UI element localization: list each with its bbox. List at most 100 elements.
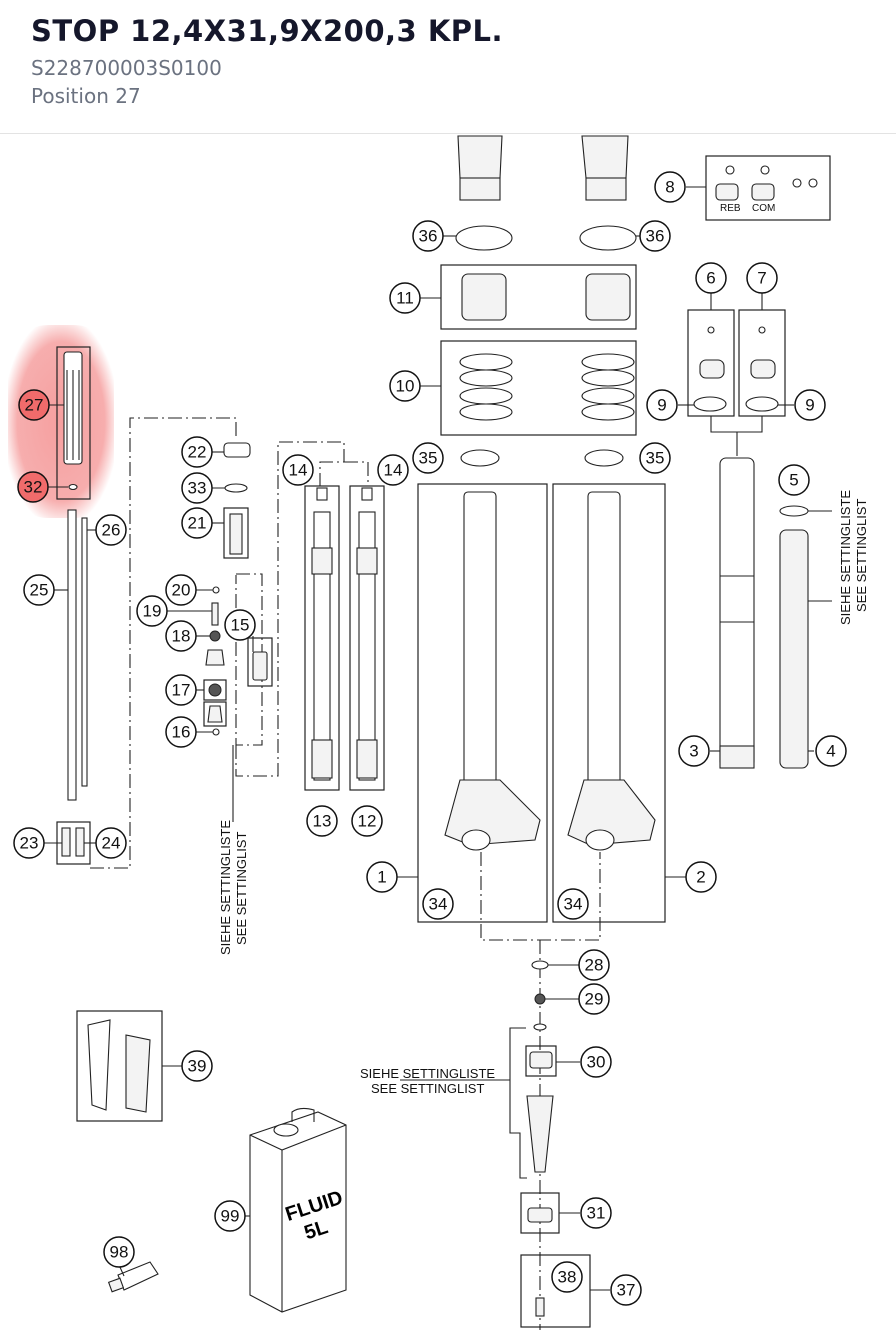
callout-36[interactable]: 36 xyxy=(639,220,671,252)
callout-35[interactable]: 35 xyxy=(639,442,671,474)
callout-12[interactable]: 12 xyxy=(351,805,383,837)
callout-13[interactable]: 13 xyxy=(306,805,338,837)
callout-2[interactable]: 2 xyxy=(685,861,717,893)
callout-number: 30 xyxy=(587,1053,606,1072)
callout-5[interactable]: 5 xyxy=(778,464,810,496)
callout-36[interactable]: 36 xyxy=(412,220,444,252)
callout-number: 37 xyxy=(617,1281,636,1300)
part-title: STOP 12,4X31,9X200,3 KPL. xyxy=(31,14,504,48)
callout-29[interactable]: 29 xyxy=(578,983,610,1015)
callout-1[interactable]: 1 xyxy=(366,861,398,893)
fork-legs-group xyxy=(396,483,686,923)
callout-30[interactable]: 30 xyxy=(580,1046,612,1078)
callout-number: 35 xyxy=(419,449,438,468)
callout-21[interactable]: 21 xyxy=(181,507,213,539)
position-27-highlight xyxy=(8,325,114,518)
callout-number: 34 xyxy=(429,895,448,914)
callout-7[interactable]: 7 xyxy=(746,262,778,294)
callout-number: 38 xyxy=(558,1268,577,1287)
callout-35[interactable]: 35 xyxy=(412,442,444,474)
callout-8[interactable]: 8 xyxy=(654,171,686,203)
callout-number: 27 xyxy=(25,396,44,415)
settinglist-note-right-en: SEE SETTINGLIST xyxy=(854,499,869,612)
callout-10[interactable]: 10 xyxy=(389,370,421,402)
callout-99[interactable]: 99 xyxy=(214,1200,246,1232)
spring-and-tube-group: SIEHE SETTINGLISTE SEE SETTINGLIST xyxy=(710,457,869,769)
callout-34[interactable]: 34 xyxy=(557,888,589,920)
callout-number: 1 xyxy=(377,868,386,887)
callout-32[interactable]: 32 xyxy=(17,471,49,503)
callout-16[interactable]: 16 xyxy=(165,716,197,748)
callout-number: 15 xyxy=(231,616,250,635)
callout-number: 22 xyxy=(188,443,207,462)
position-label: Position 27 xyxy=(31,84,141,108)
callout-number: 9 xyxy=(805,396,814,415)
callout-6[interactable]: 6 xyxy=(695,262,727,294)
callout-14[interactable]: 14 xyxy=(282,454,314,486)
callout-number: 26 xyxy=(102,521,121,540)
callout-number: 23 xyxy=(20,834,39,853)
callout-31[interactable]: 31 xyxy=(580,1197,612,1229)
callout-number: 25 xyxy=(30,581,49,600)
cartridge-group xyxy=(47,346,91,500)
callout-19[interactable]: 19 xyxy=(136,595,168,627)
cartridge-tubes-group xyxy=(304,485,385,791)
callout-number: 7 xyxy=(757,269,766,288)
damper-rod-group xyxy=(43,509,97,865)
callout-23[interactable]: 23 xyxy=(13,827,45,859)
fork-cap-assembly-group xyxy=(678,292,794,456)
callout-4[interactable]: 4 xyxy=(815,735,847,767)
callout-number: 31 xyxy=(587,1204,606,1223)
callout-number: 35 xyxy=(646,449,665,468)
callout-number: 14 xyxy=(289,461,308,480)
fork-guard-group xyxy=(76,1010,182,1122)
callout-25[interactable]: 25 xyxy=(23,574,55,606)
callout-number: 24 xyxy=(102,834,121,853)
callout-number: 12 xyxy=(358,812,377,831)
callout-number: 39 xyxy=(188,1057,207,1076)
callout-98[interactable]: 98 xyxy=(103,1236,135,1268)
callout-number: 4 xyxy=(826,742,835,761)
callout-number: 33 xyxy=(188,479,207,498)
callout-number: 14 xyxy=(384,461,403,480)
callout-15[interactable]: 15 xyxy=(224,609,256,641)
callout-number: 28 xyxy=(585,956,604,975)
callout-11[interactable]: 11 xyxy=(389,282,421,314)
callout-33[interactable]: 33 xyxy=(181,472,213,504)
callout-3[interactable]: 3 xyxy=(678,735,710,767)
adjuster-clicker-group: REB COM xyxy=(686,155,831,221)
callout-number: 16 xyxy=(172,723,191,742)
callout-24[interactable]: 24 xyxy=(95,827,127,859)
callout-39[interactable]: 39 xyxy=(181,1050,213,1082)
part-header: STOP 12,4X31,9X200,3 KPL. S228700003S010… xyxy=(0,0,896,134)
callout-number: 19 xyxy=(143,602,162,621)
callout-number: 36 xyxy=(646,227,665,246)
article-number: S228700003S0100 xyxy=(31,56,222,80)
compression-valve-group xyxy=(166,442,273,736)
callout-20[interactable]: 20 xyxy=(165,574,197,606)
settinglist-note-left-en: SEE SETTINGLIST xyxy=(234,832,249,945)
callout-28[interactable]: 28 xyxy=(578,949,610,981)
callout-26[interactable]: 26 xyxy=(95,514,127,546)
callout-22[interactable]: 22 xyxy=(181,436,213,468)
callout-14[interactable]: 14 xyxy=(377,454,409,486)
callout-number: 9 xyxy=(657,396,666,415)
callout-18[interactable]: 18 xyxy=(165,620,197,652)
callout-number: 3 xyxy=(689,742,698,761)
grease-tube xyxy=(107,1261,159,1293)
fork-oil-can: FLUID 5L xyxy=(245,1107,347,1313)
callout-27[interactable]: 27 xyxy=(18,389,50,421)
callout-number: 2 xyxy=(696,868,705,887)
rebound-clicker-label: REB xyxy=(720,203,741,214)
callout-number: 11 xyxy=(396,289,414,308)
callout-number: 6 xyxy=(706,269,715,288)
callout-9[interactable]: 9 xyxy=(646,389,678,421)
callout-number: 5 xyxy=(789,471,798,490)
callout-17[interactable]: 17 xyxy=(165,674,197,706)
callout-34[interactable]: 34 xyxy=(422,888,454,920)
callout-37[interactable]: 37 xyxy=(610,1274,642,1306)
callout-9[interactable]: 9 xyxy=(794,389,826,421)
callout-38[interactable]: 38 xyxy=(551,1261,583,1293)
callout-number: 36 xyxy=(419,227,438,246)
